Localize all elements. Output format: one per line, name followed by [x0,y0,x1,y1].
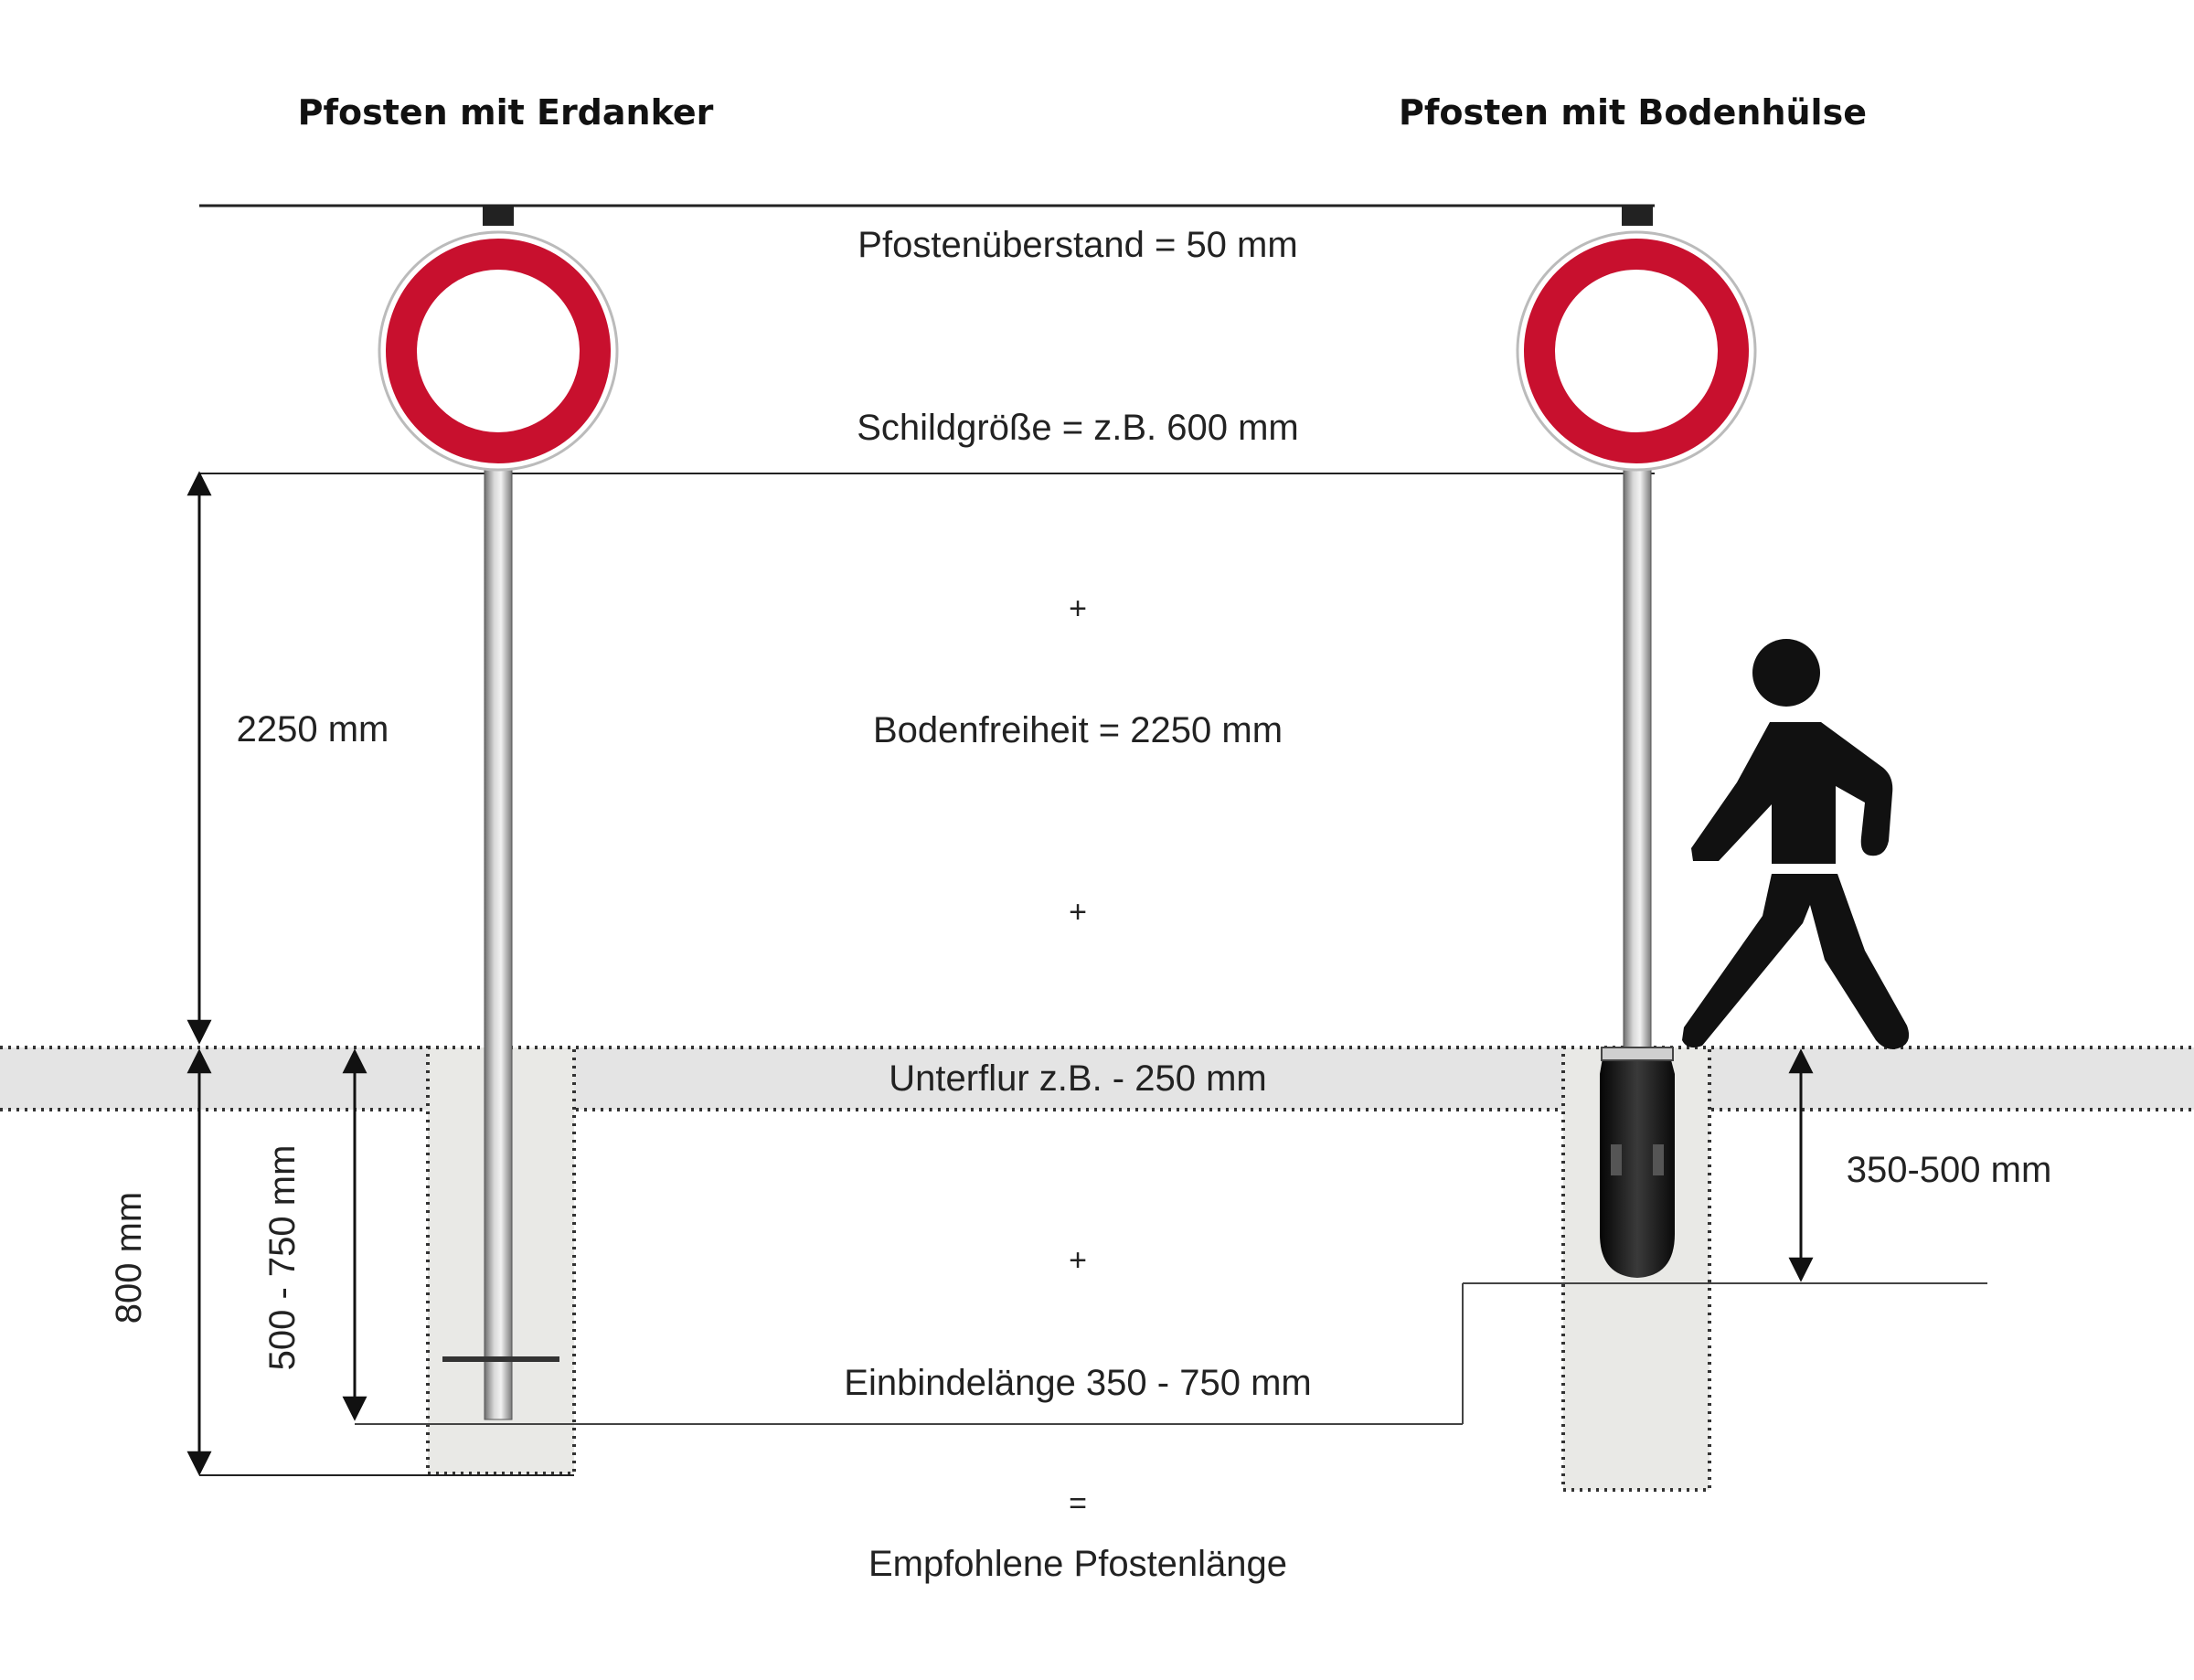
equals-sign: = [1069,1486,1087,1521]
left-post [442,206,559,1420]
prohibition-sign-icon [378,230,619,472]
sign-size-label: Schildgröße = z.B. 600 mm [857,408,1299,448]
plus-sign: + [1069,591,1087,626]
pedestrian-icon [1682,639,1910,1049]
anchor-depth-dimension [342,1048,1987,1425]
left-title: Pfosten mit Erdanker [298,92,714,133]
ground-anchor-bar [442,1356,559,1362]
sleeve-depth-label: 350-500 mm [1847,1150,2052,1190]
embedding-label: Einbindelänge 350 - 750 mm [844,1363,1311,1403]
result-label: Empfohlene Pfostenlänge [868,1544,1287,1584]
prohibition-sign-icon [1516,230,1757,472]
overhang-label: Pfostenüberstand = 50 mm [857,225,1297,265]
underground-label: Unterflur z.B. - 250 mm [889,1058,1266,1099]
right-title: Pfosten mit Bodenhülse [1399,92,1867,133]
foundation-depth-label: 800 mm [109,1192,149,1324]
anchor-depth-label: 500 - 750 mm [262,1145,303,1371]
clearance-height-label: 2250 mm [237,709,389,750]
plus-sign: + [1069,895,1087,930]
right-post [1622,206,1653,1061]
clearance-label: Bodenfreiheit = 2250 mm [873,710,1283,750]
plus-sign: + [1069,1243,1087,1278]
ground-sleeve-icon [1600,1047,1675,1278]
foundation-depth-dimension [186,1048,574,1476]
